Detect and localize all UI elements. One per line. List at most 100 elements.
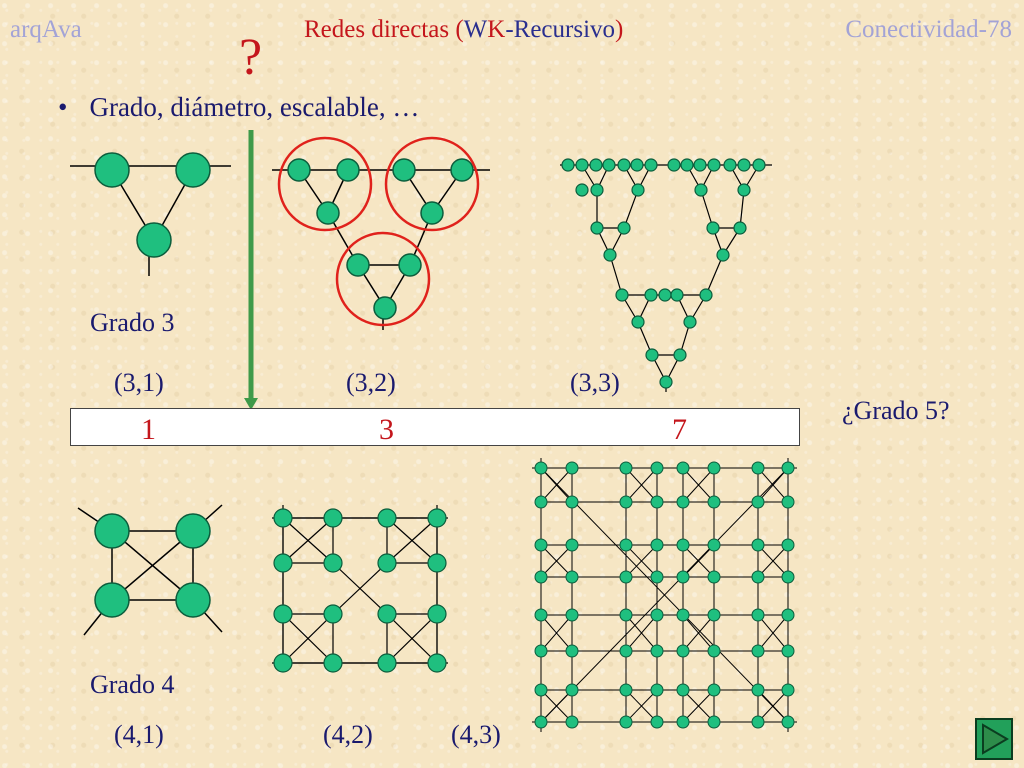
cluster-ring-2 [384,136,480,232]
node [781,683,795,697]
arrow-icon [244,130,258,410]
diameter-value-7: 7 [672,413,687,446]
diameter-value-3: 3 [379,413,394,446]
node [619,715,633,729]
node [534,538,548,552]
node [565,683,579,697]
node [751,495,765,509]
node [751,461,765,475]
node [781,715,795,729]
wk-4-2-network [272,505,448,673]
node [650,495,664,509]
title-k: K [487,16,506,43]
node [619,495,633,509]
node [534,495,548,509]
node [676,608,690,622]
bullet-text: Grado, diámetro, escalable, … [89,92,420,122]
node [619,608,633,622]
node [534,461,548,475]
tag-3-3: (3,3) [570,368,620,397]
node [619,461,633,475]
node [650,715,664,729]
node [650,461,664,475]
node [751,608,765,622]
node [751,683,765,697]
node [781,570,795,584]
cluster-ring-1 [277,136,373,232]
header-right-title: Conectividad-78 [845,16,1012,43]
node [534,570,548,584]
node [707,538,721,552]
title-w: W [463,16,488,43]
node [565,608,579,622]
node [707,461,721,475]
node [676,644,690,658]
node [707,495,721,509]
node [534,608,548,622]
node [565,715,579,729]
title-suffix: ) [615,16,624,43]
node [676,538,690,552]
node [707,644,721,658]
node [619,644,633,658]
node [707,570,721,584]
node [751,644,765,658]
node [534,715,548,729]
node [619,570,633,584]
cluster-ring-3 [335,231,431,327]
node [650,644,664,658]
node [619,683,633,697]
tag-3-1: (3,1) [114,368,164,397]
grado5-question: ¿Grado 5? [842,396,950,425]
node [781,538,795,552]
node [650,683,664,697]
grado3-label: Grado 3 [90,308,175,337]
node [707,683,721,697]
node [650,538,664,552]
node [534,683,548,697]
node [534,644,548,658]
node [676,461,690,475]
node [650,608,664,622]
node [751,570,765,584]
title-prefix: Redes directas ( [304,16,464,43]
wk-4-1-network [77,504,223,636]
header-left-title: arqAva [10,16,82,43]
node [565,570,579,584]
tag-4-2: (4,2) [323,720,373,749]
node [707,715,721,729]
grid-group [534,461,795,729]
node [676,495,690,509]
node [781,608,795,622]
node [676,715,690,729]
node [676,570,690,584]
wk-4-3-network [532,458,797,732]
node [619,538,633,552]
node [707,608,721,622]
bullet-item: • Grado, diámetro, escalable, … [58,92,419,123]
question-mark: ? [239,29,263,86]
slide-title: Redes directas (WK-Recursivo) [304,16,623,44]
wk-3-2-network [272,136,490,330]
node [676,683,690,697]
diameter-bar: 1 3 7 [70,408,800,446]
triangle-right-icon [982,723,1009,755]
node [751,715,765,729]
node [650,570,664,584]
node [781,461,795,475]
node [565,461,579,475]
tag-3-2: (3,2) [346,368,396,397]
node [781,495,795,509]
grado4-label: Grado 4 [90,670,175,699]
diameter-value-1: 1 [141,413,156,446]
node [565,644,579,658]
tag-4-3: (4,3) [451,720,501,749]
node [781,644,795,658]
tag-4-1: (4,1) [114,720,164,749]
wk-3-3-network [560,158,772,392]
wk-3-1-network [70,152,231,276]
bullet-dot: • [58,92,68,122]
title-recursivo: -Recursivo [505,16,616,43]
next-slide-button[interactable] [975,718,1013,760]
node [751,538,765,552]
